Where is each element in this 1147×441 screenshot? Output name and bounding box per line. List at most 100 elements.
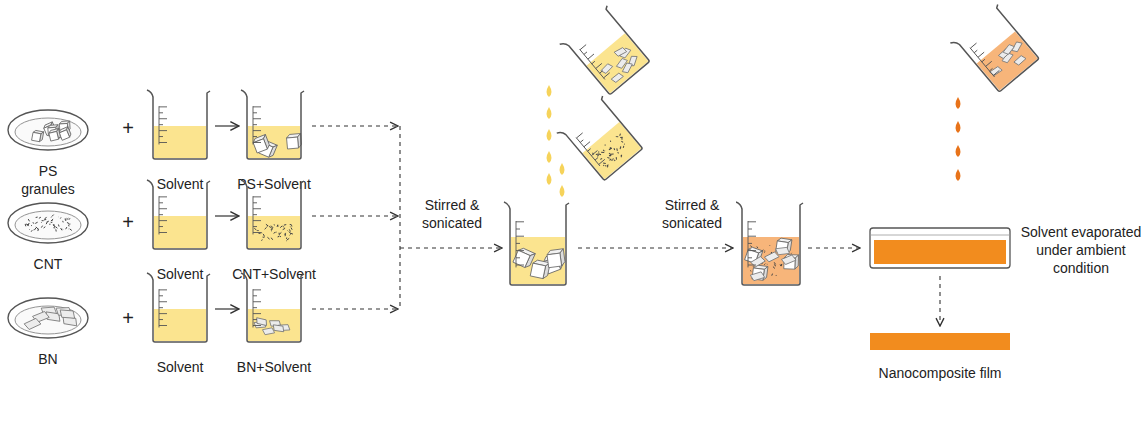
nanotube — [274, 232, 276, 233]
nanotube — [49, 224, 50, 225]
scale-mark — [748, 243, 752, 244]
nanotube — [52, 215, 54, 217]
nanotube — [774, 262, 775, 264]
nanotube — [610, 147, 612, 149]
nanotube — [278, 236, 280, 238]
scale-bar — [253, 196, 254, 234]
scale-mark — [159, 142, 167, 143]
nanotube — [601, 151, 604, 154]
nanotube — [290, 226, 291, 227]
nanotube — [44, 227, 46, 228]
merge-line — [399, 126, 400, 309]
scale-mark — [159, 313, 167, 314]
scale-mark — [159, 196, 167, 197]
nanotube — [267, 225, 268, 226]
nanotube — [53, 224, 54, 226]
dish-inner — [15, 118, 81, 146]
scale-mark — [159, 307, 163, 308]
nanotube — [764, 250, 765, 252]
nanotube — [774, 264, 776, 266]
nanotube — [275, 232, 276, 233]
nanotube — [55, 229, 56, 231]
cube-front — [59, 130, 69, 140]
nanotube — [614, 160, 615, 161]
dish-inner — [15, 211, 81, 239]
scale-bar — [748, 221, 749, 267]
flake-shape — [614, 47, 628, 57]
scale-mark — [253, 313, 261, 314]
nanotube — [261, 232, 262, 234]
liquid — [587, 33, 649, 93]
nanotube — [254, 228, 256, 230]
beaker-outline — [504, 202, 569, 285]
node-label: PS+Solvent — [237, 175, 311, 193]
node-label: CNT — [34, 255, 63, 273]
nanotube — [271, 229, 272, 231]
nanotube — [271, 231, 272, 232]
nanotube — [291, 228, 292, 230]
nanotube — [780, 264, 782, 266]
scale-mark — [253, 106, 261, 107]
droplet — [547, 107, 552, 119]
cube — [252, 135, 270, 153]
nanotube — [69, 223, 70, 224]
node-shape — [245, 183, 303, 249]
nanotube — [619, 147, 621, 149]
cube-front — [513, 250, 530, 267]
scale-mark — [599, 159, 605, 164]
nanotube — [286, 240, 288, 241]
nanotube — [609, 147, 611, 149]
nanotube — [257, 230, 258, 231]
scale-mark — [159, 202, 163, 203]
nanotube — [603, 150, 605, 151]
flake-shape — [600, 62, 614, 74]
scale-mark — [253, 196, 261, 197]
solvent-beaker: Solvent — [151, 276, 209, 376]
scale-mark — [580, 140, 583, 143]
film — [870, 333, 1010, 350]
nanotube — [614, 148, 616, 150]
nanotube — [31, 225, 33, 227]
mix-arrow — [400, 247, 502, 248]
scale-mark — [159, 301, 167, 302]
beaker-outline — [147, 180, 210, 249]
flake — [24, 317, 42, 330]
nanotube — [274, 224, 275, 225]
cube — [286, 134, 301, 149]
nanotube — [26, 224, 28, 226]
scale-mark — [253, 136, 257, 137]
nanotube — [607, 166, 608, 167]
cube — [48, 129, 61, 142]
scale-mark — [159, 325, 167, 326]
cube-front — [530, 263, 545, 278]
nanotube — [271, 226, 273, 228]
flake — [59, 308, 77, 320]
scale-mark — [159, 106, 167, 107]
scale-mark — [516, 265, 524, 266]
node-shape — [151, 276, 209, 342]
droplet — [560, 163, 565, 175]
nanotube — [604, 150, 605, 151]
shape-group — [241, 90, 304, 159]
scale-mark — [159, 226, 163, 227]
liquid — [154, 216, 206, 248]
nanotube — [39, 217, 41, 218]
nanotube — [289, 229, 290, 231]
scale-bar — [159, 106, 160, 144]
nanotube — [781, 264, 783, 266]
nanotube — [624, 143, 626, 145]
nanotube — [286, 237, 287, 238]
nanotube — [623, 146, 625, 148]
scale-mark — [253, 325, 261, 326]
nanotube — [48, 223, 49, 224]
scale-mark — [159, 214, 163, 215]
flake — [1013, 54, 1027, 66]
flake-shape — [24, 317, 42, 330]
nanotube — [289, 231, 291, 233]
sample-dish: PS granules — [8, 110, 88, 198]
merge-arrow — [312, 125, 398, 126]
flake — [262, 328, 274, 335]
node-label: PS granules — [17, 162, 79, 198]
nanotube — [769, 245, 770, 247]
nanotube — [58, 224, 60, 226]
